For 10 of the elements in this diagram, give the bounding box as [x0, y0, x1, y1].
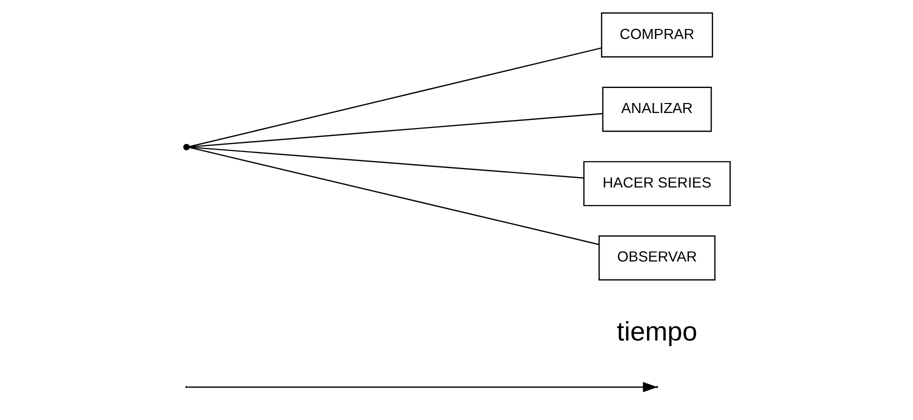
node-box: ANALIZAR — [602, 86, 712, 132]
node-point — [182, 144, 190, 150]
node-box: HACER SERIES — [582, 161, 730, 206]
node-box: COMPRAR — [600, 12, 713, 58]
connector — [188, 146, 599, 246]
connector — [188, 146, 584, 179]
label: tiempo — [616, 316, 697, 346]
connector — [188, 112, 602, 148]
connector — [188, 47, 601, 148]
node-box: OBSERVAR — [598, 235, 715, 280]
